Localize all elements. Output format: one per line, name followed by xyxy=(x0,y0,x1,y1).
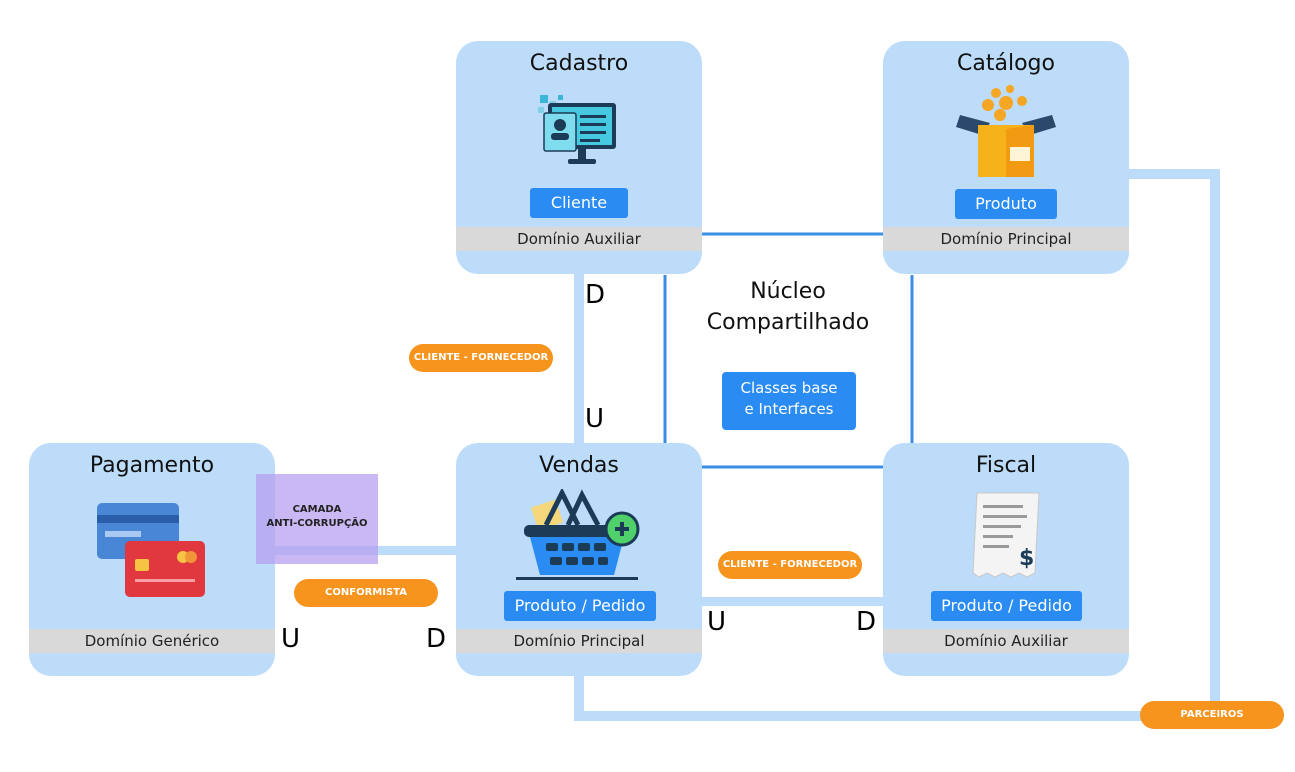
fiscal-title: Fiscal xyxy=(975,453,1037,478)
shared-kernel-box-line1: Classes base xyxy=(740,379,838,397)
anti-corruption-label: CAMADA ANTI-CORRUPÇÃO xyxy=(256,503,378,531)
anti-corruption-line1: CAMADA xyxy=(292,504,342,515)
marker-cadastro-d: D xyxy=(585,280,606,310)
pagamento-title: Pagamento xyxy=(89,453,215,478)
customer-monitor-icon xyxy=(538,95,616,164)
vendas-footer: Domínio Principal xyxy=(456,629,702,653)
line-partners-horizontal xyxy=(574,711,1220,721)
line-cadastro-vendas xyxy=(574,274,584,444)
catalogo-box: Catálogo Produto Domínio Principal xyxy=(883,41,1129,274)
shared-kernel-outline xyxy=(663,232,914,469)
catalogo-footer: Domínio Principal xyxy=(883,227,1129,251)
cadastro-box: Cadastro Cliente Domínio Auxiliar xyxy=(456,41,702,274)
relation-cliente-fornecedor-top: CLIENTE - FORNECEDOR xyxy=(409,344,553,372)
cadastro-title: Cadastro xyxy=(529,51,629,76)
cadastro-footer: Domínio Auxiliar xyxy=(456,227,702,251)
marker-fiscal-d: D xyxy=(856,607,877,637)
line-partners-right xyxy=(1210,169,1220,721)
credit-cards-icon xyxy=(97,503,205,597)
relation-cliente-fornecedor-bottom: CLIENTE - FORNECEDOR xyxy=(718,551,862,579)
invoice-receipt-icon: $ xyxy=(972,492,1040,578)
shared-kernel-title: Núcleo Compartilhado xyxy=(680,276,896,338)
anti-corruption-layer xyxy=(256,474,378,564)
shared-kernel-box-line2: e Interfaces xyxy=(744,400,834,418)
anti-corruption-line2: ANTI-CORRUPÇÃO xyxy=(266,518,368,529)
produto-entity: Produto xyxy=(955,189,1057,219)
svg-text:$: $ xyxy=(1019,546,1034,571)
vendas-title: Vendas xyxy=(539,453,619,478)
marker-vendas-d-left: D xyxy=(426,624,447,654)
fiscal-box: Fiscal $ Produto / Pedido Domínio Auxili… xyxy=(883,443,1129,676)
relation-conformista: CONFORMISTA xyxy=(294,579,438,607)
relation-parceiros: PARCEIROS xyxy=(1140,701,1284,729)
marker-vendas-u-top: U xyxy=(585,404,605,434)
marker-pagamento-u: U xyxy=(281,624,301,654)
shopping-basket-icon xyxy=(516,489,640,580)
cliente-entity: Cliente xyxy=(530,188,628,218)
marker-vendas-u-right: U xyxy=(707,607,727,637)
pagamento-box: Pagamento Domínio Genérico xyxy=(29,443,275,676)
line-partners-top xyxy=(1127,169,1220,179)
pagamento-footer: Domínio Genérico xyxy=(29,629,275,653)
produto-pedido-fiscal-entity: Produto / Pedido xyxy=(931,591,1082,621)
catalogo-title: Catálogo xyxy=(957,51,1055,76)
produto-pedido-entity: Produto / Pedido xyxy=(504,591,656,621)
line-vendas-fiscal xyxy=(700,597,884,606)
product-box-icon xyxy=(956,85,1056,177)
line-partners-bottom xyxy=(574,673,584,721)
shared-kernel-classes-box: Classes base e Interfaces xyxy=(722,372,856,430)
shared-kernel-title-line2: Compartilhado xyxy=(706,310,870,335)
vendas-box: Vendas Produto / Pedido Domínio Principa… xyxy=(456,443,702,676)
shared-kernel-title-line1: Núcleo xyxy=(750,279,826,304)
fiscal-footer: Domínio Auxiliar xyxy=(883,629,1129,653)
